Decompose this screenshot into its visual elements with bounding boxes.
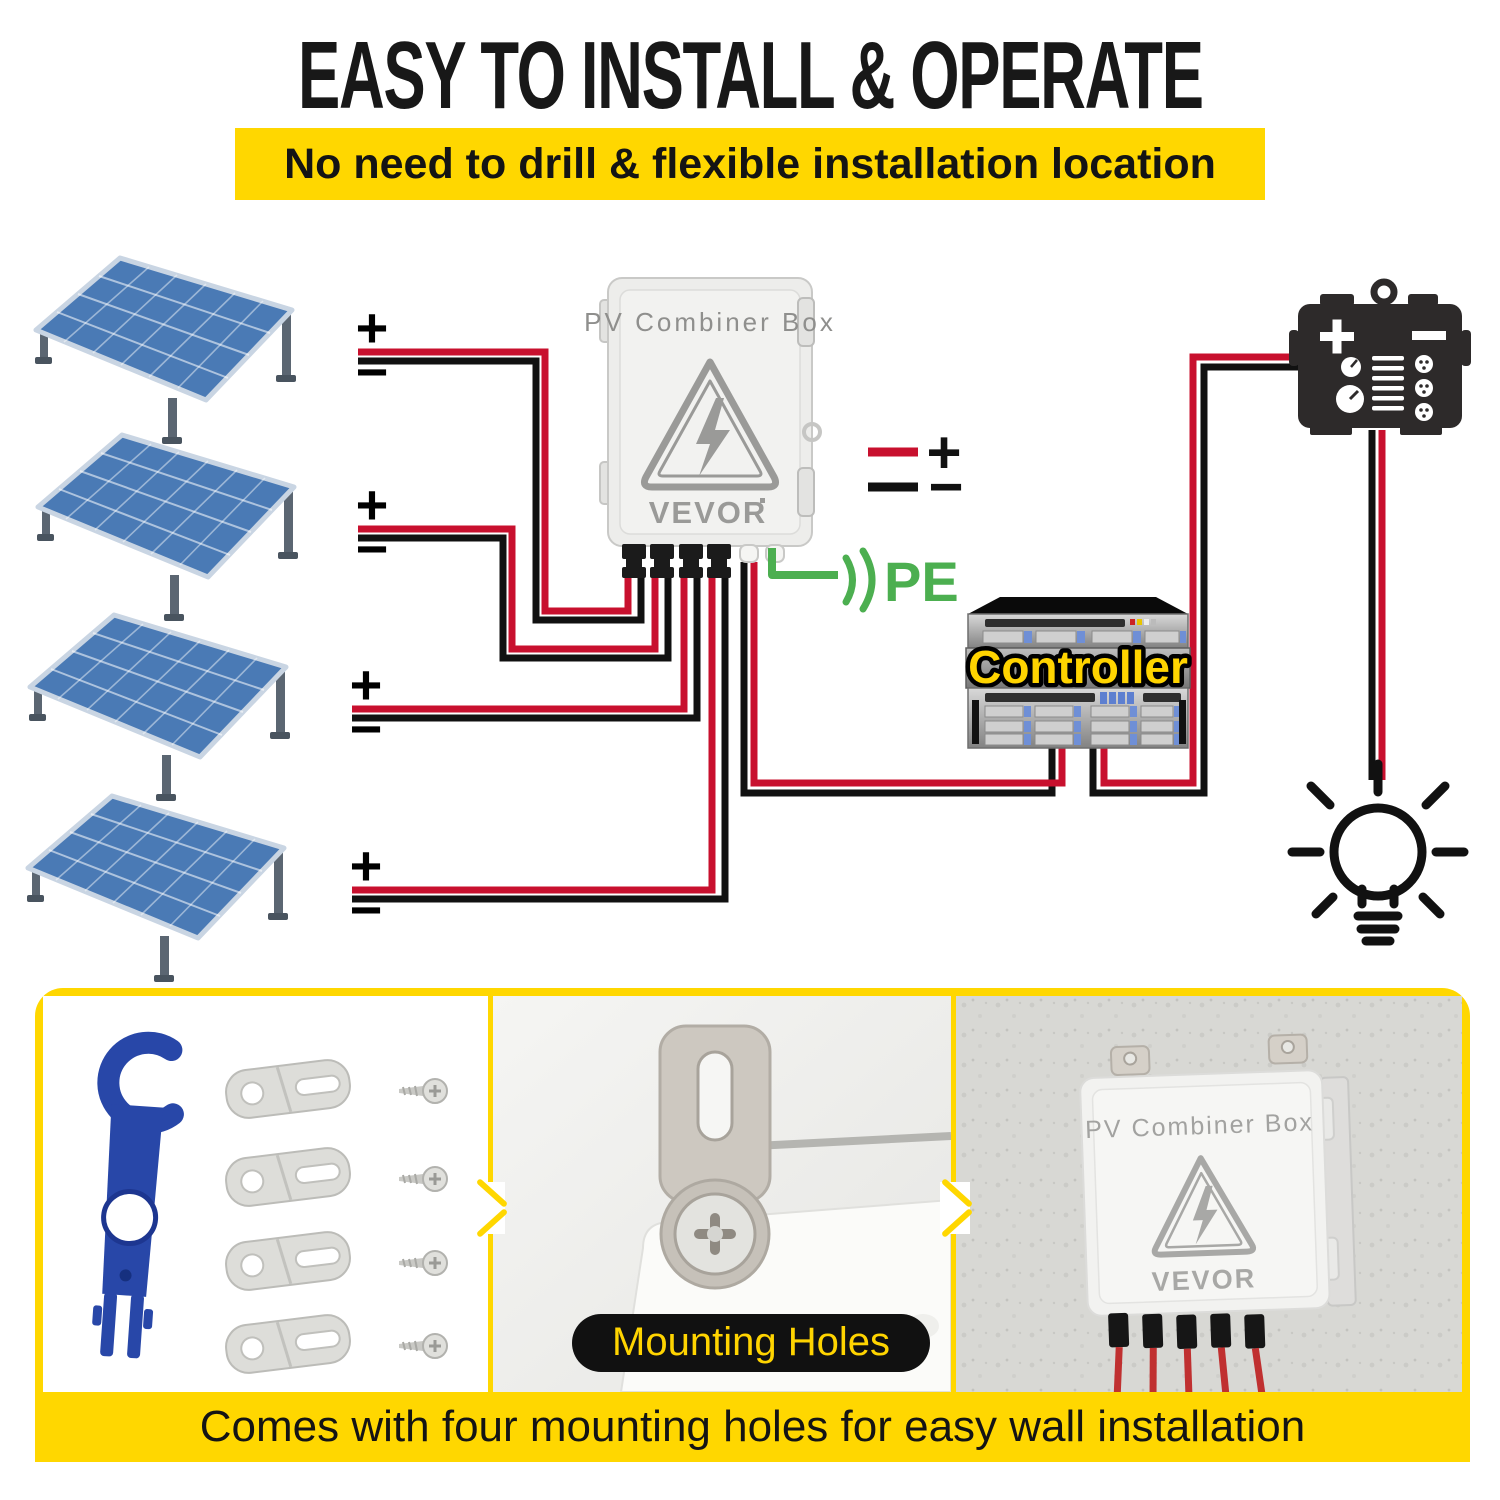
panel2-positive-wire: [358, 525, 659, 653]
accessories-illustration: [92, 1031, 448, 1374]
photos-frame: Mounting Holes: [35, 988, 1470, 1392]
mounting-brackets: [225, 1059, 351, 1374]
panel1-negative-wire: [358, 357, 645, 624]
subtitle-text: No need to drill & flexible installation…: [284, 139, 1216, 188]
mounting-holes-pill: Mounting Holes: [572, 1314, 930, 1372]
battery-generator-icon: [1289, 278, 1471, 435]
combiner-box-brand: VEVOR: [649, 495, 768, 530]
subtitle-banner: No need to drill & flexible installation…: [235, 128, 1265, 200]
solar-panel-2-icon: [37, 435, 298, 621]
panel2-negative-wire: [358, 534, 672, 662]
panel3-positive-wire: [352, 576, 688, 713]
combiner-box: PV Combiner Box VEVOR: [584, 277, 836, 578]
lightning-bolt-icon: [696, 398, 730, 476]
wall-combiner-box: PV Combiner Box VEVOR: [1079, 1033, 1357, 1392]
page-title: EASY TO INSTALL & OPERATE: [0, 22, 1500, 129]
warning-triangle-icon: [641, 358, 779, 491]
minus-icon: [1412, 331, 1446, 340]
solar-panel-1-icon: [35, 258, 296, 444]
photo-mounting-holes: Mounting Holes: [493, 996, 951, 1392]
wall-bracket-icon: [1109, 1033, 1309, 1077]
panel3-negative-wire: [352, 576, 701, 722]
solar-panel-3-icon: [29, 615, 290, 801]
photo-wall-installation: PV Combiner Box VEVOR: [956, 996, 1462, 1392]
chevron-right-icon: [934, 1176, 978, 1240]
outlet-icons: [1415, 355, 1433, 421]
bracket-closeup-illustration: Mounting Holes: [493, 996, 951, 1392]
bulb-icon: [1287, 759, 1469, 946]
solar-panel-4-icon: [27, 796, 288, 982]
pe-ground-icon: PE: [768, 547, 959, 613]
caption-text: Comes with four mounting holes for easy …: [199, 1402, 1306, 1451]
box-output-negative-wire: [740, 562, 1056, 797]
hinge-icon: [797, 467, 815, 517]
controller-positive-wire: [1100, 353, 1300, 787]
pe-label: PE: [884, 550, 959, 613]
controller-negative-wire: [1089, 363, 1300, 797]
panel1-positive-wire: [358, 348, 632, 615]
wiring-diagram: + − + − + − + −: [0, 0, 1471, 995]
photo-accessories: [43, 996, 488, 1392]
combiner-box-label: PV Combiner Box: [584, 307, 836, 337]
wall-box-illustration: PV Combiner Box VEVOR: [956, 996, 1462, 1392]
mounting-ear-icon: [802, 422, 822, 442]
mounting-holes-label: Mounting Holes: [612, 1320, 890, 1364]
mc4-wrench-icon: [92, 1031, 184, 1359]
panel4-positive-wire: [352, 576, 716, 894]
wall-red-wires: [1113, 1346, 1266, 1392]
mc4-connectors: [622, 544, 731, 578]
wall-mc4-connectors: [1108, 1312, 1266, 1349]
page-title-text: EASY TO INSTALL & OPERATE: [297, 22, 1204, 129]
box-output-positive-wire: [750, 562, 1066, 787]
bracket-closeup-icon: [658, 1024, 772, 1290]
cable-glands: [739, 544, 785, 563]
legend-minus-label: −: [928, 453, 963, 520]
controller-label: Controller: [968, 641, 1188, 693]
legend-plus-label: +: [926, 419, 961, 486]
panel4-negative-wire: [352, 576, 729, 903]
output-legend: + −: [868, 419, 964, 520]
hinge-icon: [797, 297, 815, 347]
screws: [399, 1078, 448, 1359]
wires: [352, 348, 1386, 903]
warning-triangle-icon: [1151, 1155, 1257, 1258]
chevron-right-icon: [469, 1176, 513, 1240]
caption-banner: Comes with four mounting holes for easy …: [35, 1392, 1470, 1462]
wall-box-brand: VEVOR: [1151, 1263, 1257, 1297]
controller-rack-icon: Controller: [964, 597, 1192, 749]
